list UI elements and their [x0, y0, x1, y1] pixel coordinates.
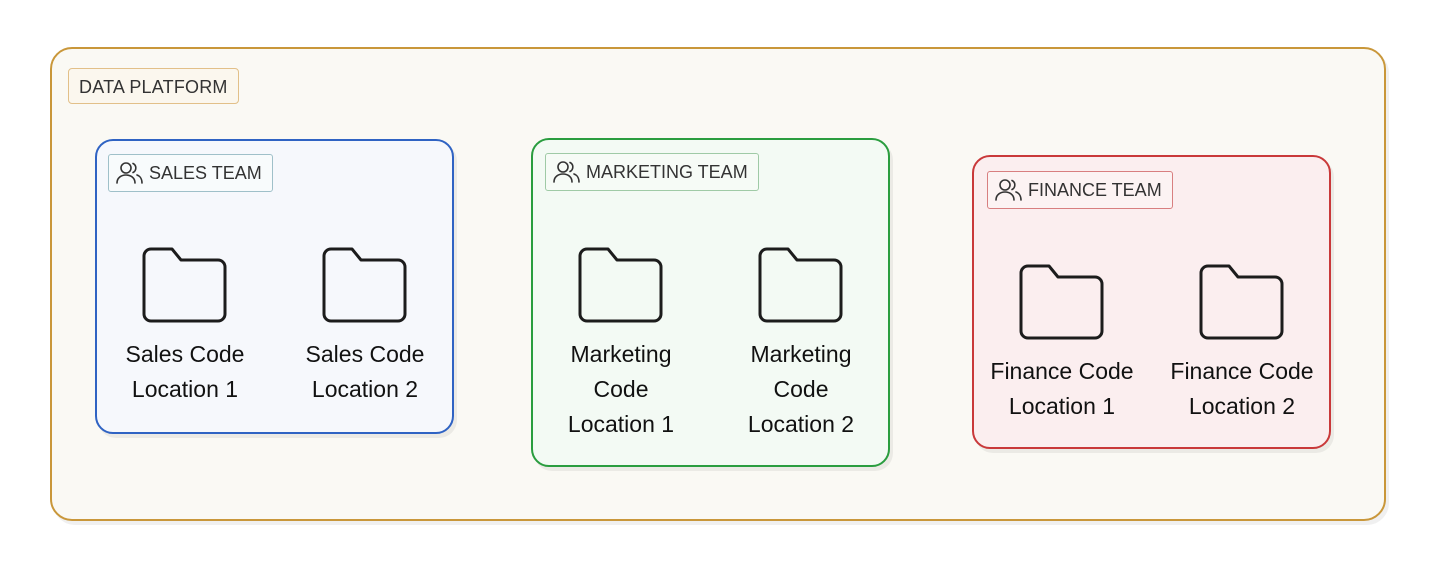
caption-line: Sales Code — [125, 341, 245, 367]
finance-code-location-2: Finance Code Location 2 — [1157, 354, 1327, 424]
folder-icon — [756, 244, 846, 326]
marketing-team-container — [531, 138, 890, 467]
finance-team-label: FINANCE TEAM — [987, 171, 1173, 209]
users-icon — [994, 177, 1024, 203]
team-name: SALES TEAM — [149, 162, 262, 183]
caption-line: Location 1 — [1008, 393, 1116, 419]
folder-icon — [320, 244, 410, 326]
caption-line: Sales Code — [305, 341, 425, 367]
sales-code-location-1: Sales Code Location 1 — [100, 337, 270, 407]
caption-line: Code — [773, 376, 829, 402]
caption-line: Code — [593, 376, 649, 402]
marketing-code-location-1: Marketing Code Location 1 — [536, 337, 706, 442]
sales-team-label: SALES TEAM — [108, 154, 273, 192]
caption-line: Location 2 — [311, 376, 419, 402]
caption-line: Location 1 — [567, 411, 675, 437]
folder-icon — [1017, 261, 1107, 343]
caption-line: Location 2 — [747, 411, 855, 437]
team-name: FINANCE TEAM — [1028, 179, 1162, 200]
folder-icon — [576, 244, 666, 326]
marketing-team-label: MARKETING TEAM — [545, 153, 759, 191]
folder-icon — [140, 244, 230, 326]
caption-line: Location 2 — [1188, 393, 1296, 419]
users-icon — [552, 159, 582, 185]
caption-line: Marketing — [750, 341, 852, 367]
sales-code-location-2: Sales Code Location 2 — [280, 337, 450, 407]
users-icon — [115, 160, 145, 186]
data-platform-label: DATA PLATFORM — [68, 68, 239, 104]
caption-line: Finance Code — [990, 358, 1134, 384]
caption-line: Location 1 — [131, 376, 239, 402]
team-name: MARKETING TEAM — [586, 161, 748, 182]
folder-icon — [1197, 261, 1287, 343]
caption-line: Marketing — [570, 341, 672, 367]
marketing-code-location-2: Marketing Code Location 2 — [716, 337, 886, 442]
caption-line: Finance Code — [1170, 358, 1314, 384]
finance-code-location-1: Finance Code Location 1 — [977, 354, 1147, 424]
